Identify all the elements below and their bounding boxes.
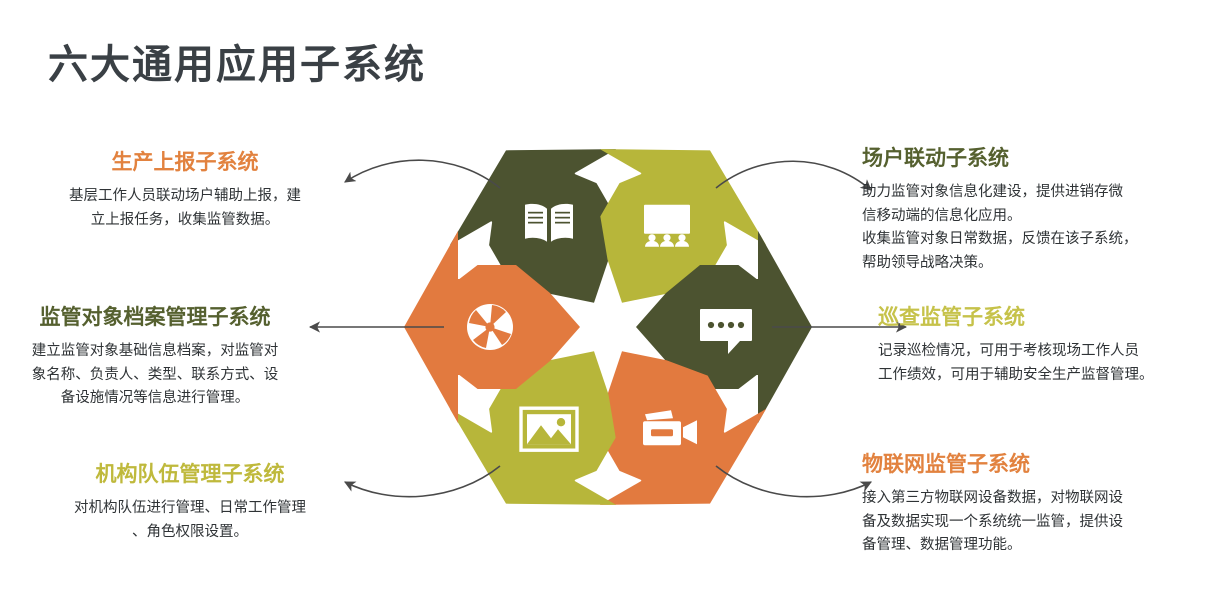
- connector-bottom-left: [344, 465, 501, 498]
- wedge-middle-right-shape[interactable]: [636, 231, 812, 423]
- wedge-top-right-shape[interactable]: [539, 102, 793, 350]
- section-iot-supervision[interactable]: 物联网监管子系统 接入第三方物联网设备数据，对物联网设 备及数据实现一个系统统一…: [862, 452, 1196, 558]
- section-body: 对机构队伍进行管理、日常工作管理 、角色权限设置。: [74, 500, 306, 540]
- section-body: 基层工作人员联动场户辅助上报，建 立上报任务，收集监管数据。: [69, 188, 301, 228]
- wedge-middle-left[interactable]: [404, 231, 580, 423]
- section-body: 接入第三方物联网设备数据，对物联网设 备及数据实现一个系统统一监管，提供设 备管…: [862, 490, 1123, 554]
- section-heading: 机构队伍管理子系统: [95, 463, 285, 486]
- connector-arrows: [308, 159, 908, 498]
- wedge-bottom-right[interactable]: [539, 303, 793, 551]
- wedge-middle-left-shape[interactable]: [404, 231, 580, 423]
- connector-bottom-right: [715, 465, 872, 498]
- picture-frame-icon: [519, 406, 579, 452]
- section-organization-team[interactable]: 机构队伍管理子系统 对机构队伍进行管理、日常工作管理 、角色权限设置。: [30, 462, 350, 544]
- section-archive-management[interactable]: 监管对象档案管理子系统 建立监管对象基础信息档案，对监管对 象名称、负责人、类型…: [0, 305, 310, 411]
- page-title: 六大通用应用子系统: [48, 43, 426, 87]
- wedge-bottom-right-shape[interactable]: [539, 303, 793, 551]
- wedge-bottom-left[interactable]: [423, 303, 677, 551]
- section-site-linkage[interactable]: 场户联动子系统 助力监管对象信息化建设，提供进销存微 信移动端的信息化应用。 收…: [862, 146, 1192, 275]
- section-body: 建立监管对象基础信息档案，对监管对 象名称、负责人、类型、联系方式、设 备设施情…: [31, 343, 279, 407]
- section-body: 助力监管对象信息化建设，提供进销存微 信移动端的信息化应用。 收集监管对象日常数…: [862, 184, 1138, 271]
- section-heading: 监管对象档案管理子系统: [39, 306, 271, 329]
- speech-bubble-icon: [700, 309, 752, 354]
- wedge-top-left[interactable]: [423, 102, 677, 350]
- section-heading: 物联网监管子系统: [862, 453, 1030, 476]
- connector-top-right: [715, 160, 872, 191]
- section-heading: 生产上报子系统: [111, 151, 259, 174]
- video-camera-icon: [643, 410, 697, 446]
- connector-top-left: [344, 159, 501, 189]
- wedge-icons: [467, 203, 752, 452]
- open-book-icon: [525, 203, 573, 242]
- section-production-report[interactable]: 生产上报子系统 基层工作人员联动场户辅助上报，建 立上报任务，收集监管数据。: [20, 150, 350, 232]
- section-heading: 巡查监管子系统: [878, 306, 1025, 329]
- section-body: 记录巡检情况，可用于考核现场工作人员 工作绩效，可用于辅助安全生产监督管理。: [878, 343, 1154, 383]
- presentation-screen-icon: [644, 204, 690, 247]
- wedge-middle-right[interactable]: [636, 231, 812, 423]
- section-heading: 场户联动子系统: [862, 147, 1009, 170]
- disc-icon: [467, 304, 513, 350]
- wedge-bottom-left-shape[interactable]: [423, 303, 677, 551]
- wedge-top-left-shape[interactable]: [423, 102, 677, 350]
- section-inspection-supervision[interactable]: 巡查监管子系统 记录巡检情况，可用于考核现场工作人员 工作绩效，可用于辅助安全生…: [878, 305, 1198, 387]
- wedge-top-right[interactable]: [539, 102, 793, 350]
